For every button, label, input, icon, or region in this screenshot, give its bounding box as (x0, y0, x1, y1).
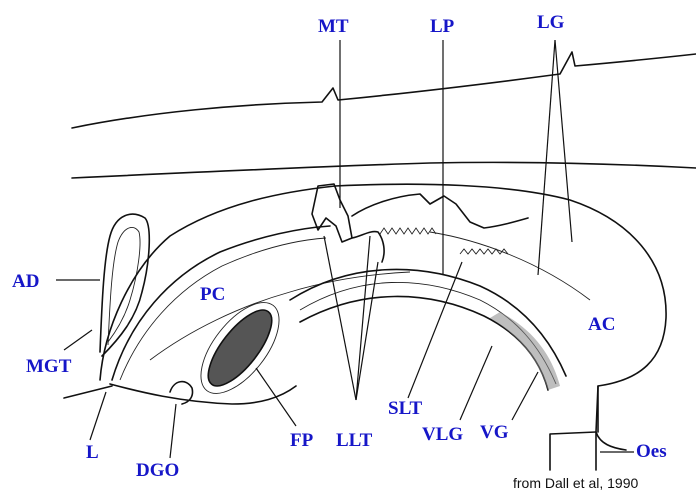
carapace-line-lower (72, 162, 696, 178)
label-llt: LLT (336, 430, 373, 451)
label-lp: LP (430, 16, 455, 37)
lateral-groove-line (430, 232, 590, 300)
ventral-channel-bottom (300, 296, 548, 390)
label-vlg: VLG (422, 424, 463, 445)
median-tooth-structure (312, 184, 352, 242)
stomach-outer-wall (100, 184, 666, 450)
label-fp: FP (290, 430, 314, 451)
figure-credit: from Dall et al, 1990 (513, 475, 638, 491)
label-slt: SLT (388, 398, 422, 419)
label-mgt: MGT (26, 356, 72, 377)
label-l: L (86, 442, 99, 463)
ventral-channel-top (290, 269, 566, 376)
label-ac: AC (588, 314, 615, 335)
esophagus-wall (550, 432, 596, 470)
label-pc: PC (200, 284, 225, 305)
label-lg: LG (537, 12, 565, 33)
leader-lines (56, 40, 634, 458)
anterior-diverticulum (100, 214, 149, 356)
filter-press (197, 301, 282, 396)
lateral-tooth-serration (380, 228, 436, 234)
ventral-groove-fill (490, 312, 560, 390)
pyloric-floor-line (150, 272, 410, 360)
label-vg: VG (480, 422, 509, 443)
lateral-plate-structure (352, 194, 528, 228)
carapace-line-upper (72, 52, 696, 128)
label-mt: MT (318, 16, 349, 37)
label-oes: Oes (636, 441, 667, 462)
label-ad: AD (12, 271, 39, 292)
label-dgo: DGO (136, 460, 179, 481)
